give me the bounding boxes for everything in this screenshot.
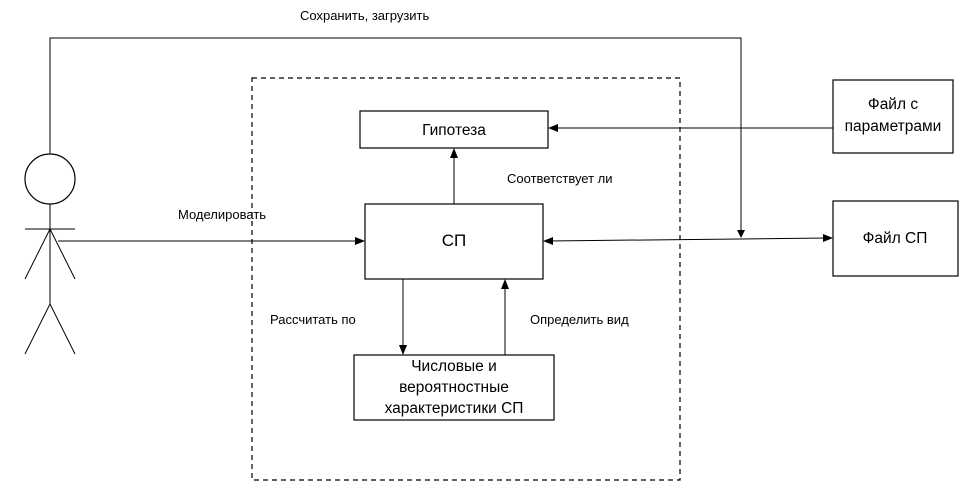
matches-connector — [450, 148, 458, 204]
characteristics-node[interactable]: Числовые и вероятностные характеристики … — [353, 354, 555, 421]
determine-type-connector — [501, 279, 509, 355]
save-load-label: Сохранить, загрузить — [300, 8, 430, 23]
param-file-connector — [548, 124, 833, 132]
sp-node[interactable]: СП — [364, 203, 544, 280]
determine-type-label: Определить вид — [530, 312, 629, 327]
param-file-node[interactable]: Файл с параметрами — [832, 79, 954, 154]
sp-file-connector — [543, 234, 833, 245]
characteristics-label-line3: характеристики СП — [385, 400, 524, 417]
sp-label: СП — [442, 231, 467, 250]
system-boundary — [251, 77, 681, 481]
characteristics-label-line1: Числовые и — [411, 358, 497, 375]
compute-by-label: Рассчитать по — [270, 312, 356, 327]
hypothesis-node[interactable]: Гипотеза — [359, 110, 549, 149]
hypothesis-label: Гипотеза — [422, 122, 486, 139]
user-actor-icon[interactable] — [24, 153, 76, 355]
compute-by-connector — [399, 279, 407, 355]
characteristics-label-line2: вероятностные — [399, 379, 509, 396]
save-load-connector — [49, 37, 745, 238]
sp-file-label: Файл СП — [863, 230, 928, 247]
matches-label: Соответствует ли — [507, 171, 613, 186]
sp-file-node[interactable]: Файл СП — [832, 200, 959, 277]
model-label: Моделировать — [178, 207, 266, 222]
param-file-label-line2: параметрами — [845, 118, 942, 135]
model-connector — [58, 237, 365, 245]
param-file-label-line1: Файл с — [868, 96, 918, 113]
